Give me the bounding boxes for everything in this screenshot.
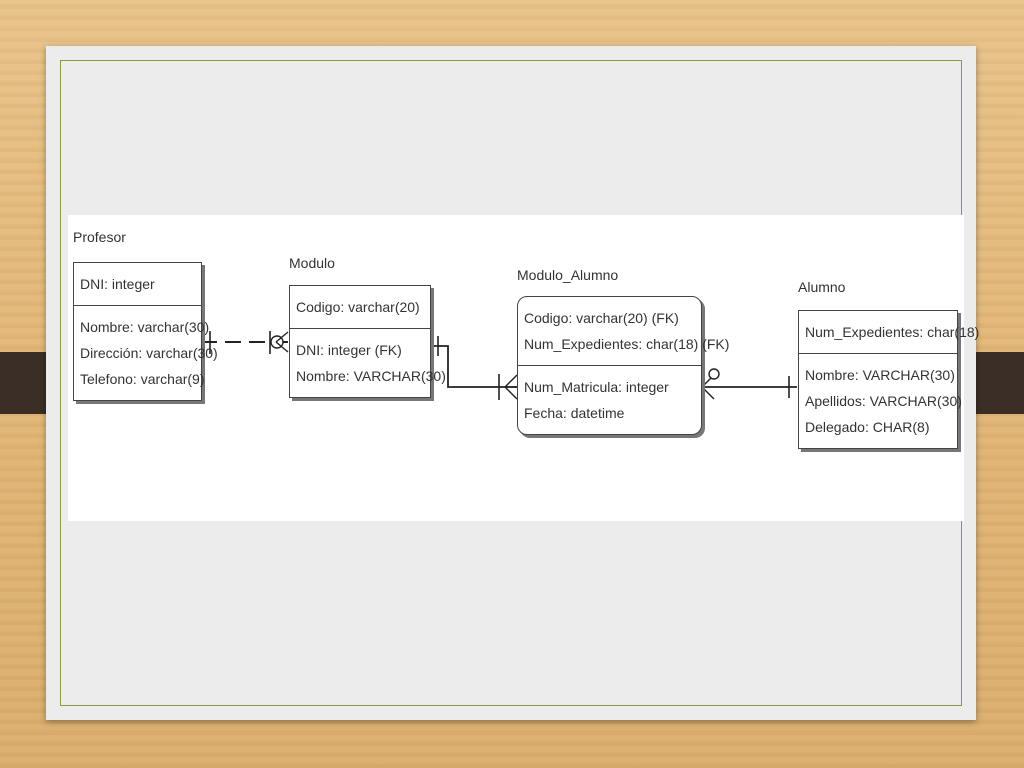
entity-title-alumno: Alumno (798, 279, 846, 295)
crowfoot-mark (275, 331, 289, 343)
profesor-attribute: Telefono: varchar(9) (80, 371, 205, 387)
modulo-alumno-key-section: Codigo: varchar(20) (FK) Num_Expedientes… (518, 297, 730, 366)
modulo-alumno-attribute: Fecha: datetime (524, 405, 625, 421)
modulo-attribute-section: DNI: integer (FK) Nombre: VARCHAR(30) (290, 329, 446, 397)
zero-circle-mark (708, 368, 720, 380)
modulo-attribute: DNI: integer (FK) (296, 342, 402, 358)
crowfoot-mark (275, 341, 289, 353)
entity-modulo-alumno: Codigo: varchar(20) (FK) Num_Expedientes… (517, 296, 730, 435)
entity-profesor: DNI: integer Nombre: varchar(30) Direcci… (73, 262, 218, 401)
modulo-key-attribute: Codigo: varchar(20) (296, 299, 420, 315)
entity-title-modulo-alumno: Modulo_Alumno (517, 267, 619, 283)
alumno-attribute-section: Nombre: VARCHAR(30) Apellidos: VARCHAR(3… (799, 354, 962, 448)
profesor-attribute: Dirección: varchar(30) (80, 345, 218, 361)
profesor-key-attribute: DNI: integer (80, 276, 155, 292)
alumno-attribute: Nombre: VARCHAR(30) (805, 367, 955, 383)
alumno-attribute: Delegado: CHAR(8) (805, 419, 930, 435)
profesor-attribute: Nombre: varchar(30) (80, 319, 210, 335)
rel-alumno-modulo-alumno (701, 368, 797, 400)
rel-profesor-modulo (201, 331, 289, 354)
modulo-key-section: Codigo: varchar(20) (290, 286, 430, 329)
entity-alumno: Num_Expedientes: char(18) Nombre: VARCHA… (798, 310, 980, 449)
crowfoot-mark (701, 386, 715, 400)
alumno-key-section: Num_Expedientes: char(18) (799, 311, 980, 354)
entity-title-profesor: Profesor (73, 229, 126, 245)
modulo-alumno-attribute: Num_Matricula: integer (524, 379, 669, 395)
entity-title-modulo: Modulo (289, 255, 335, 271)
alumno-key-attribute: Num_Expedientes: char(18) (805, 324, 980, 340)
profesor-key-section: DNI: integer (74, 263, 201, 306)
modulo-alumno-key-attribute: Num_Expedientes: char(18) (FK) (524, 336, 730, 352)
crowfoot-mark (504, 386, 518, 400)
modulo-attribute: Nombre: VARCHAR(30) (296, 368, 446, 384)
crowfoot-mark (504, 374, 518, 388)
entity-modulo: Codigo: varchar(20) DNI: integer (FK) No… (289, 285, 446, 398)
alumno-attribute: Apellidos: VARCHAR(30) (805, 393, 962, 409)
modulo-alumno-key-attribute: Codigo: varchar(20) (FK) (524, 310, 679, 326)
profesor-attribute-section: Nombre: varchar(30) Dirección: varchar(3… (74, 306, 218, 400)
er-diagram: Profesor DNI: integer Nombre: varchar(30… (68, 215, 980, 521)
modulo-alumno-attribute-section: Num_Matricula: integer Fecha: datetime (518, 366, 701, 434)
